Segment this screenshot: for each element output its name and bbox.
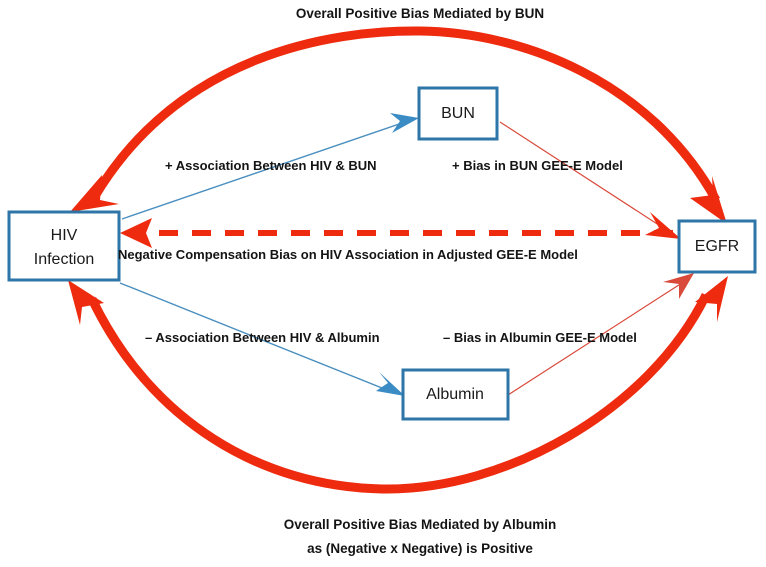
- node-bun-label: BUN: [441, 105, 475, 122]
- edge-label-hiv-albumin: – Association Between HIV & Albumin: [145, 330, 380, 345]
- bun-to-egfr-line: [499, 121, 669, 232]
- node-albumin[interactable]: Albumin: [401, 368, 510, 421]
- node-hiv-infection-label-line1: HIV: [51, 227, 78, 244]
- node-egfr-box[interactable]: [677, 219, 757, 274]
- hiv-to-bun-arrowhead: [390, 113, 419, 133]
- node-bun[interactable]: BUN: [417, 86, 499, 141]
- node-hiv-infection-label-line2: Infection: [34, 251, 94, 268]
- node-egfr-label: EGFR: [695, 238, 739, 255]
- edge-label-hiv-bun: + Association Between HIV & BUN: [165, 158, 377, 173]
- title-top: Overall Positive Bias Mediated by BUN: [296, 6, 544, 21]
- overall-bias-albumin-arrowhead-egfr: [695, 276, 728, 322]
- edge-label-bun-egfr: + Bias in BUN GEE-E Model: [452, 158, 623, 173]
- albumin-to-egfr-line: [507, 280, 686, 396]
- node-hiv-infection-box[interactable]: [7, 210, 121, 282]
- bun-to-egfr-arrowhead: [645, 212, 681, 239]
- node-albumin-box[interactable]: [401, 368, 510, 421]
- node-egfr[interactable]: EGFR: [677, 219, 757, 274]
- edge-label-albumin-egfr: – Bias in Albumin GEE-E Model: [443, 330, 637, 345]
- negative-compensation-arrowhead: [120, 218, 152, 248]
- title-bottom-line2: as (Negative x Negative) is Positive: [307, 541, 533, 556]
- node-hiv-infection[interactable]: HIV Infection: [7, 210, 121, 282]
- overall-bias-albumin-curve: [87, 293, 711, 494]
- hiv-to-albumin-line: [119, 282, 393, 393]
- hiv-to-bun-line: [121, 121, 406, 220]
- overall-bias-bun-arrowhead-hiv: [70, 175, 119, 212]
- hiv-to-albumin-arrowhead: [376, 372, 405, 396]
- overall-bias-bun-curve: [91, 26, 720, 203]
- albumin-to-egfr-arrowhead: [663, 273, 694, 299]
- edge-label-hiv-egfr-dashed: Negative Compensation Bias on HIV Associ…: [118, 247, 578, 262]
- node-albumin-label: Albumin: [426, 386, 484, 403]
- overall-bias-bun-arrowhead-egfr: [690, 176, 727, 224]
- node-bun-box[interactable]: [417, 86, 499, 141]
- overall-bias-albumin-arrowhead-hiv: [68, 280, 104, 325]
- title-bottom-line1: Overall Positive Bias Mediated by Albumi…: [284, 517, 557, 532]
